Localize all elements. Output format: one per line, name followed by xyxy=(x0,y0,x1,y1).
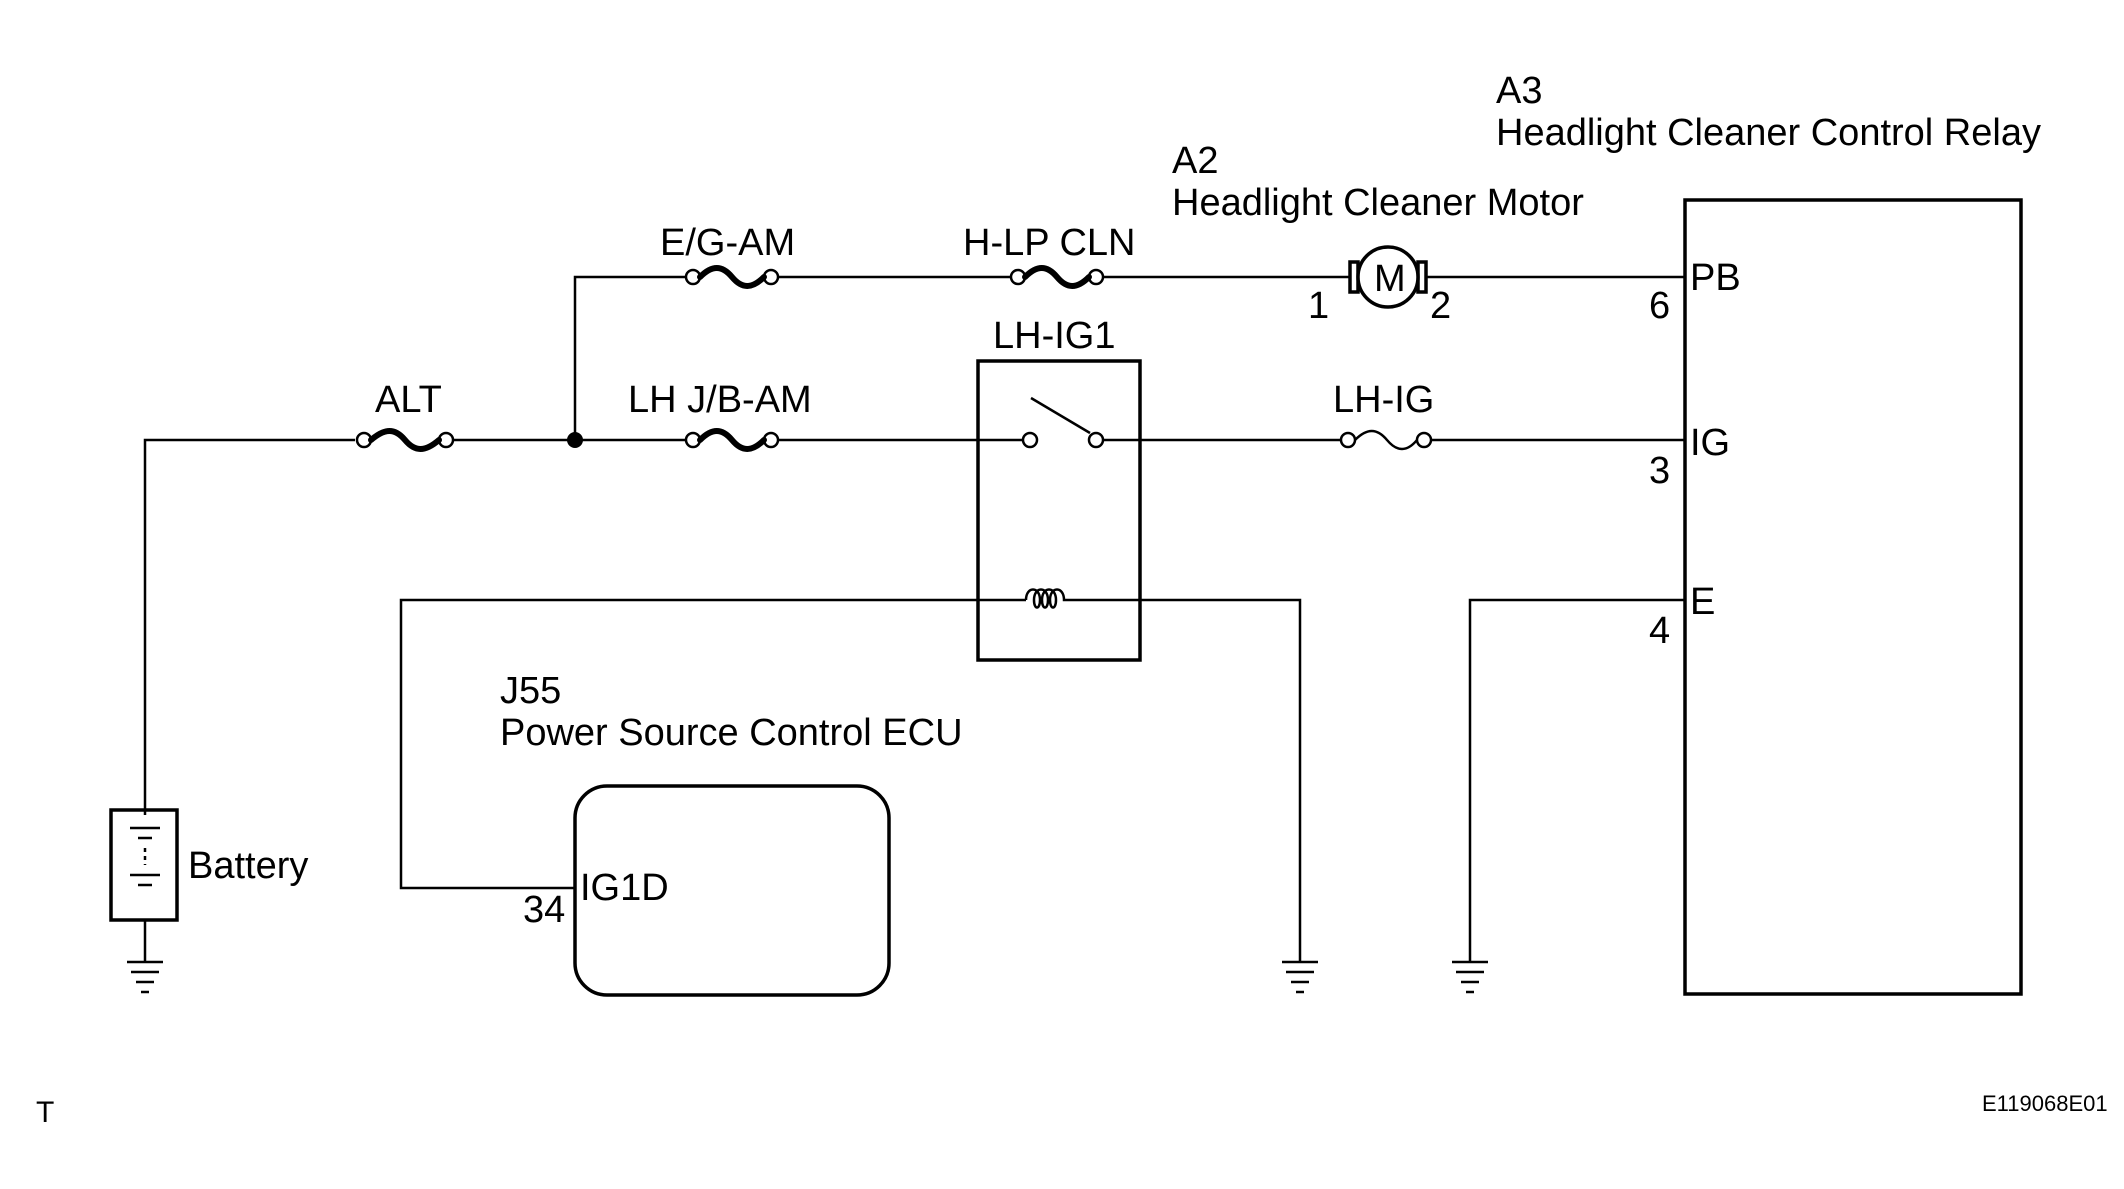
fuse-alt xyxy=(355,428,455,452)
battery-label: Battery xyxy=(188,845,308,887)
power-source-ecu-box xyxy=(573,784,891,997)
figure-code: E119068E01 xyxy=(1982,1091,2108,1116)
ground-battery xyxy=(127,960,163,994)
ecu-to-coil-wire xyxy=(399,598,1026,890)
fuse-lh-ig-label: LH-IG xyxy=(1333,379,1434,421)
junction-dot xyxy=(567,432,583,448)
motor-pin1-label: 1 xyxy=(1308,285,1329,327)
headlight-cleaner-motor xyxy=(1348,245,1428,309)
switch-contact-right xyxy=(1087,431,1105,449)
fuse-eg-am-label: E/G-AM xyxy=(660,222,795,264)
motor-id-label: A2 xyxy=(1172,140,1218,182)
ecu-id-label: J55 xyxy=(500,670,561,712)
ig-relay-label: LH-IG1 xyxy=(993,315,1115,357)
relay-pb-pin-name: PB xyxy=(1690,257,1741,299)
battery-symbol xyxy=(109,808,179,962)
ecu-pin-name-label: IG1D xyxy=(580,867,669,909)
motor-symbol-label: M xyxy=(1374,258,1406,300)
ground-coil xyxy=(1282,960,1318,994)
ecu-pin-num-label: 34 xyxy=(523,889,565,931)
motor-name-label: Headlight Cleaner Motor xyxy=(1172,182,1584,224)
ecu-name-label: Power Source Control ECU xyxy=(500,712,963,754)
lh-ig1-relay xyxy=(976,359,1142,662)
fuse-lh-jb-am xyxy=(684,428,780,452)
fuse-lh-ig xyxy=(1339,429,1433,451)
relay-name-label: Headlight Cleaner Control Relay xyxy=(1496,112,2041,154)
headlight-cleaner-relay-box xyxy=(1683,198,2023,996)
relay-e-to-ground-wire xyxy=(1468,598,1685,962)
motor-pin2-label: 2 xyxy=(1430,285,1451,327)
fuse-eg-am xyxy=(684,265,780,289)
relay-ig-pin-name: IG xyxy=(1690,422,1730,464)
junction-to-eg-am-wire xyxy=(573,275,686,440)
fuse-lh-jb-am-label: LH J/B-AM xyxy=(628,379,812,421)
fuse-hlp-cln xyxy=(1009,265,1105,289)
relay-id-label: A3 xyxy=(1496,70,1542,112)
wires xyxy=(143,275,1685,962)
relay-e-pin-name: E xyxy=(1690,581,1715,623)
relay-e-pin-num: 4 xyxy=(1649,610,1670,652)
switch-contact-left xyxy=(1021,431,1039,449)
fuse-hlp-cln-label: H-LP CLN xyxy=(963,222,1135,264)
relay-pb-pin-num: 6 xyxy=(1649,285,1670,327)
fuse-alt-label: ALT xyxy=(375,379,442,421)
coil-to-ground-wire xyxy=(1088,598,1302,962)
relay-coil xyxy=(1024,588,1088,609)
battery-feed-wire xyxy=(143,438,355,815)
footer-left-mark: T xyxy=(36,1096,54,1129)
switch-blade xyxy=(1030,396,1091,435)
ground-relay xyxy=(1452,960,1488,994)
relay-ig-pin-num: 3 xyxy=(1649,450,1670,492)
